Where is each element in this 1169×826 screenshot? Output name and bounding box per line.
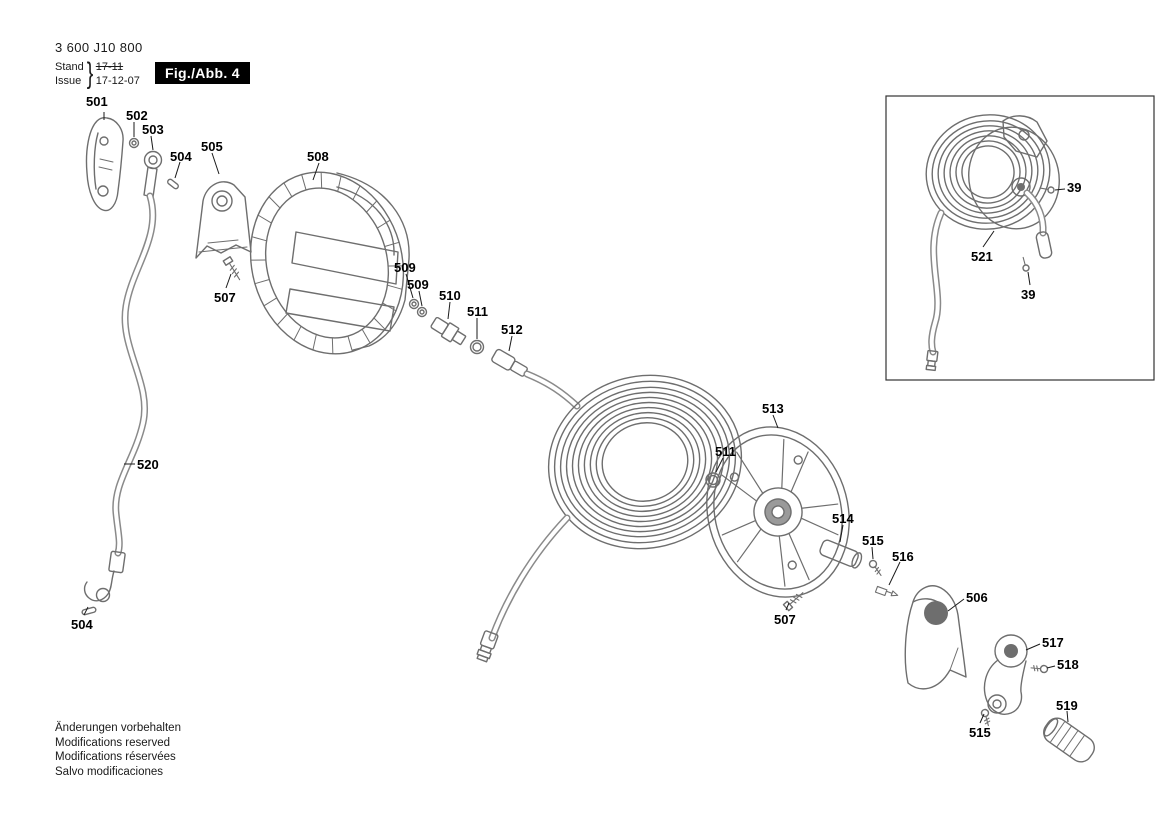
part-label-511-10: 511 (467, 304, 488, 319)
inset-assembled-reel (925, 114, 1060, 372)
part-label-521-25: 521 (971, 249, 993, 264)
part-508-reel-drum (249, 171, 410, 355)
part-510-coupling (430, 316, 467, 346)
part-label-506-20: 506 (966, 590, 988, 605)
part-511-oring-2 (705, 472, 721, 488)
part-512-fitting (491, 348, 528, 377)
part-label-504-13: 504 (71, 617, 93, 632)
part-label-519-24: 519 (1056, 698, 1078, 713)
part-39-screw-2 (1022, 256, 1030, 272)
part-label-505-4: 505 (201, 139, 223, 154)
part-label-508-6: 508 (307, 149, 329, 164)
part-label-514-16: 514 (832, 511, 854, 526)
part-label-502-1: 502 (126, 108, 148, 123)
part-label-509-8: 509 (407, 277, 429, 292)
part-517-crank-arm (983, 634, 1028, 715)
part-504-pin-2 (81, 606, 97, 616)
part-label-503-2: 503 (142, 122, 164, 137)
footer-notes: Änderungen vorbehalten Modifications res… (55, 721, 181, 779)
title-block: 3 600 J10 800 Stand Issue } 17-11 17-12-… (55, 40, 143, 90)
part-label-517-21: 517 (1042, 635, 1064, 650)
hose-end-fitting (476, 630, 499, 663)
part-label-516-18: 516 (892, 549, 914, 564)
part-507-screw-2 (782, 592, 804, 612)
part-507-screw (222, 256, 241, 281)
part-504-pin (167, 178, 179, 190)
revision-brace: } (86, 57, 94, 90)
part-label-39-27: 39 (1021, 287, 1036, 302)
part-label-515-23: 515 (969, 725, 991, 740)
part-515-screw-2 (980, 708, 991, 727)
part-503-grommet (143, 150, 163, 170)
part-label-39-26: 39 (1067, 180, 1082, 195)
part-509-ring (408, 298, 420, 310)
note-es: Salvo modificaciones (55, 765, 164, 778)
part-505-bracket (195, 181, 252, 259)
part-516-clip (874, 585, 899, 597)
part-label-507-19: 507 (774, 612, 796, 627)
part-509-ring-2 (416, 306, 428, 318)
part-label-509-7: 509 (394, 260, 416, 275)
stand-label: Stand (55, 61, 84, 73)
part-518-screw (1030, 664, 1049, 674)
figure-label: Fig./Abb. 4 (155, 62, 250, 84)
part-label-512-11: 512 (501, 322, 523, 337)
part-label-513-14: 513 (762, 401, 784, 416)
part-label-504-3: 504 (170, 149, 192, 164)
part-506-cover (904, 585, 967, 690)
part-519-grip (1043, 717, 1095, 763)
note-fr: Modifications réservées (55, 751, 176, 763)
part-label-510-9: 510 (439, 288, 461, 303)
part-label-518-22: 518 (1057, 657, 1079, 672)
inset-border (885, 95, 1155, 381)
part-520-hose (83, 166, 158, 603)
part-502-washer (128, 137, 140, 149)
part-label-511-15: 511 (715, 444, 736, 459)
note-de: Änderungen vorbehalten (55, 722, 181, 734)
part-501-wall-bracket (85, 116, 124, 212)
part-label-507-5: 507 (214, 290, 236, 305)
part-39-screw (1039, 186, 1055, 194)
part-511-oring (469, 339, 485, 355)
part-515-screw (868, 559, 882, 577)
part-513-reel-disc (706, 426, 850, 598)
issue-label: Issue (55, 75, 82, 87)
note-en: Modifications reserved (55, 736, 171, 749)
leader-lines (83, 112, 1069, 724)
part-label-520-12: 520 (137, 457, 159, 472)
part-label-515-17: 515 (862, 533, 884, 548)
part-514-spindle (819, 539, 863, 569)
revision-block: Stand Issue } 17-11 17-12-07 (55, 57, 143, 90)
issue-date: 17-12-07 (95, 75, 140, 87)
part-label-501-0: 501 (86, 94, 108, 109)
superseded-date: 17-11 (95, 61, 124, 73)
part-number: 3 600 J10 800 (55, 40, 143, 55)
